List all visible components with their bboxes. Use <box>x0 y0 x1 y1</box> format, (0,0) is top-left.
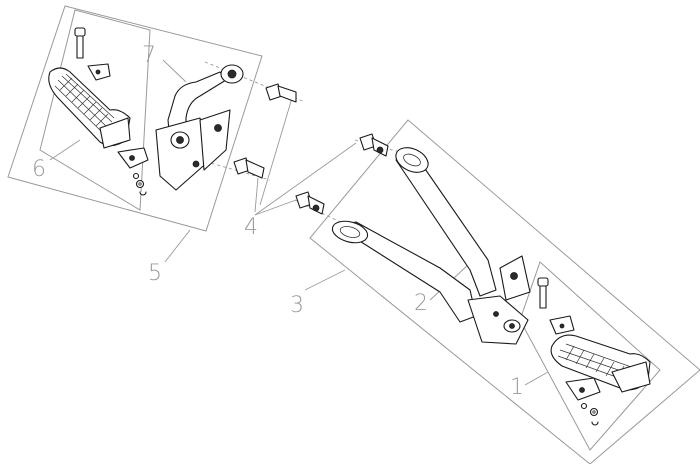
frame-left-assembly <box>7 5 263 232</box>
right-bracket-upper-arm <box>395 147 497 297</box>
left-spring-plate <box>87 63 111 81</box>
left-bracket <box>155 64 244 191</box>
left-washer-small <box>132 172 140 180</box>
callout-4: 4 <box>244 215 258 240</box>
leader-line-6 <box>49 139 81 161</box>
left-washer-inner <box>138 182 142 186</box>
callout-5: 5 <box>148 261 162 286</box>
callout-7: 7 <box>142 43 156 68</box>
frame-right-footpeg-subassembly <box>519 261 661 451</box>
leader-line-5 <box>164 229 191 263</box>
callout-3: 3 <box>290 293 304 318</box>
leader-line-7 <box>162 59 187 83</box>
callout-6: 6 <box>32 157 46 182</box>
right-circlip <box>591 421 599 426</box>
leader-line-4b <box>254 199 297 216</box>
frame-left-footpeg-subassembly <box>39 9 151 211</box>
bolt-upper-left <box>265 83 297 103</box>
callout-2: 2 <box>414 291 428 316</box>
right-spring-plate <box>549 315 575 335</box>
callout-1: 1 <box>510 375 524 400</box>
bolt-upper-right <box>359 133 389 157</box>
right-washer-inner <box>592 410 596 414</box>
right-footpeg <box>550 334 651 393</box>
leader-line-4d <box>254 177 259 213</box>
left-footpeg <box>48 67 131 149</box>
bolt-lower-left <box>233 157 265 179</box>
left-circlip <box>139 191 147 196</box>
right-detent-plate <box>565 377 601 401</box>
leader-line-4a <box>254 142 357 216</box>
left-footpeg-pin-bolt <box>74 27 86 59</box>
right-washer-small <box>580 402 588 410</box>
leader-line-1 <box>524 371 549 386</box>
right-mounting-plate <box>467 255 531 345</box>
leader-line-4c <box>259 97 293 206</box>
bolt-lower-right <box>295 191 325 215</box>
frame-right-assembly <box>309 119 700 464</box>
leader-line-3 <box>304 269 346 291</box>
left-detent-plate <box>117 147 149 169</box>
right-footpeg-pin-bolt <box>537 277 549 309</box>
